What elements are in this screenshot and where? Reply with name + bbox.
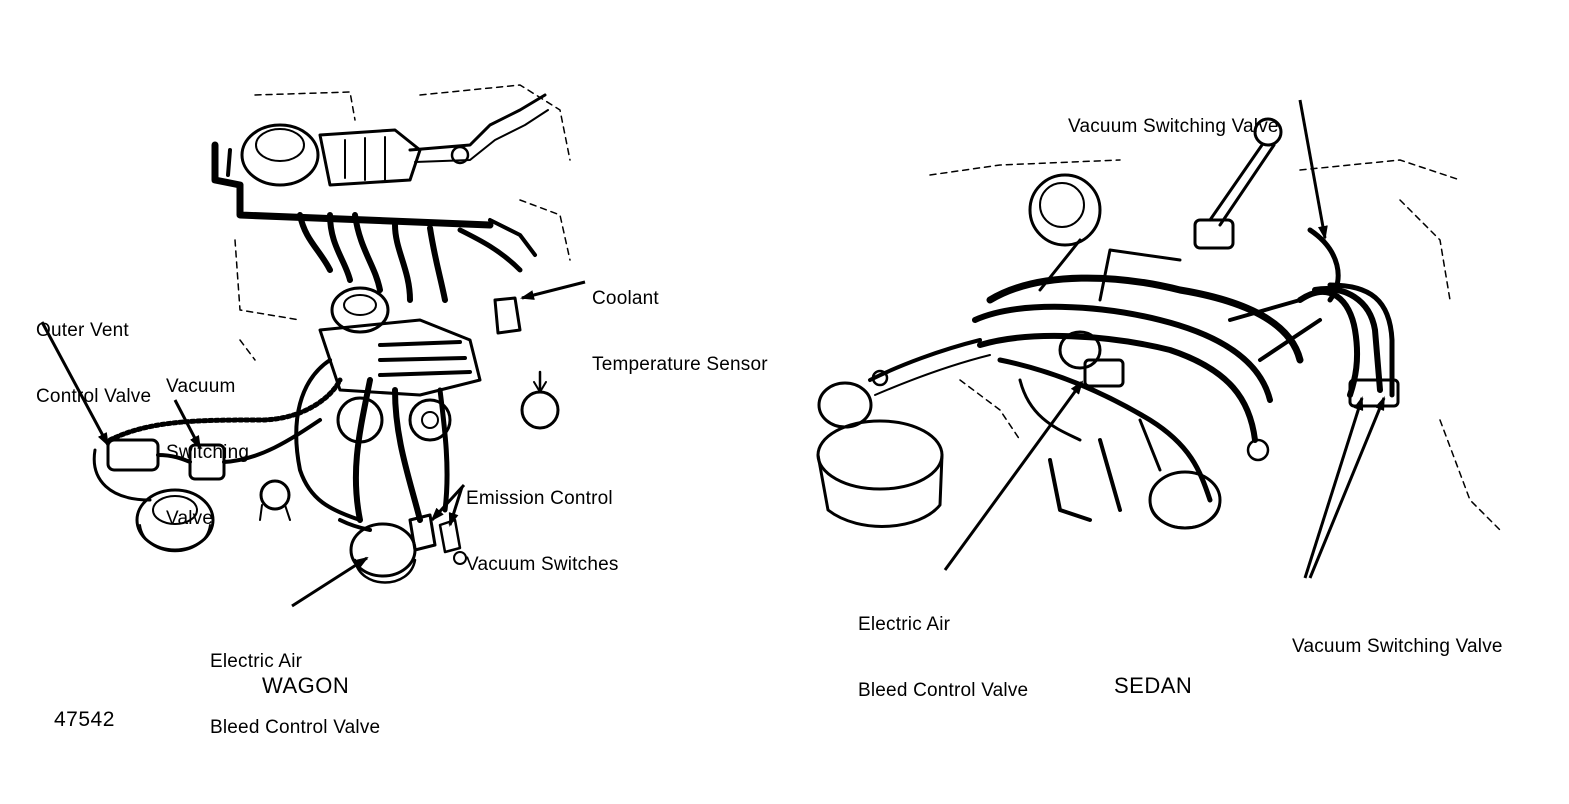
label-coolant-temperature-sensor: Coolant Temperature Sensor bbox=[592, 288, 768, 375]
label-outer-vent-control-valve: Outer Vent Control Valve bbox=[36, 320, 152, 407]
label-emission-control-vacuum-switches: Emission Control Vacuum Switches bbox=[466, 488, 619, 575]
label-sedan-vacuum-switching-valve-bottom: Vacuum Switching Valve bbox=[1292, 636, 1503, 657]
label-wagon-electric-air-bleed-control-valve: Electric Air Bleed Control Valve bbox=[210, 651, 381, 738]
caption-sedan: SEDAN bbox=[1114, 673, 1193, 698]
label-sedan-electric-air-bleed-control-valve: Electric Air Bleed Control Valve bbox=[858, 614, 1029, 701]
wagon-engine-drawing bbox=[92, 84, 571, 584]
label-wagon-vacuum-switching-valve: Vacuum Switching Valve bbox=[166, 376, 250, 529]
caption-wagon: WAGON bbox=[262, 673, 350, 698]
figure-number: 47542 bbox=[54, 708, 115, 731]
sedan-leader-lines bbox=[943, 99, 1386, 579]
wagon-leader-lines bbox=[40, 280, 586, 608]
label-sedan-vacuum-switching-valve-top: Vacuum Switching Valve bbox=[1068, 116, 1279, 137]
sedan-engine-drawing bbox=[816, 117, 1501, 531]
